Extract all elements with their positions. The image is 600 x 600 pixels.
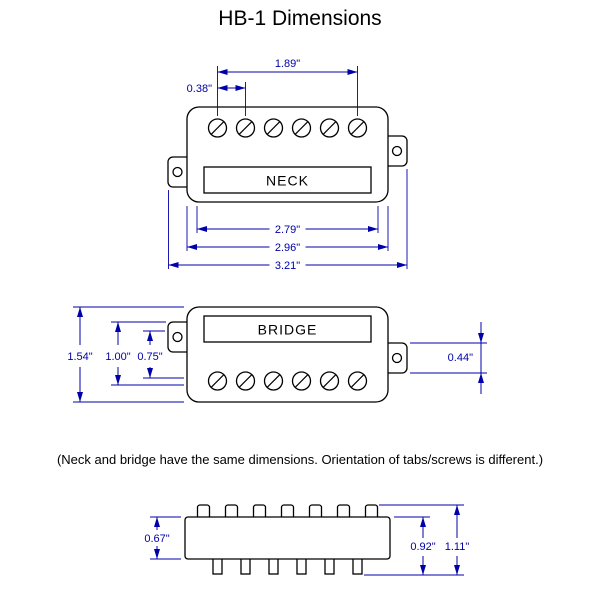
pole-slot [294,374,309,388]
side-body-legs-dim-label: 0.92" [410,541,435,553]
pole-slot [210,121,225,135]
neck-width-body-dim-label: 2.96" [275,242,300,254]
neck-right-tab-screw-hole [391,145,403,157]
pole-slot [238,121,253,135]
note-text: (Neck and bridge have the same dimension… [57,452,543,467]
pole-slot [238,374,253,388]
bridge-right-tab-screw-hole [391,352,403,364]
bridge-height-mid-dim-label: 1.00" [105,351,130,363]
pole-slot [266,374,281,388]
pole-slot [210,374,225,388]
page-title: HB-1 Dimensions [218,7,381,30]
bridge-height-inner-dim-label: 0.75" [137,351,162,363]
bridge-height-overall-dim-label: 1.54" [67,351,92,363]
mounting-leg [212,557,223,575]
bridge-pickup-drawing: BRIDGE 1.54" 1.00" [67,306,487,403]
mounting-leg [268,557,279,575]
bridge-label: BRIDGE [258,322,318,338]
pole-slot [266,121,281,135]
pole-slot [350,121,365,135]
pole-slot [294,121,309,135]
neck-name-plate [203,166,372,194]
side-overall-height-dim-label: 1.11" [445,541,470,553]
side-view-legs [212,557,363,575]
mounting-leg [296,557,307,575]
bridge-pole-screws [207,371,368,391]
bridge-name-plate [203,315,372,343]
neck-pole-screws [207,118,368,138]
bridge-left-tab-screw-hole [172,331,183,343]
neck-polespan-dim-label: 1.89" [275,58,300,70]
pole-slot [322,374,337,388]
bridge-tab-height-dim-label: 0.44" [448,352,473,364]
pole-slot [322,121,337,135]
neck-pickup-drawing: NECK 1.89" 0.38" 2.79" 2.96" 3.21" [167,58,408,272]
neck-left-tab-screw-hole [172,166,183,178]
neck-width-overall-dim-label: 3.21" [275,260,300,272]
side-body-height-dim-label: 0.67" [144,533,169,545]
mounting-leg [240,557,251,575]
side-view-drawing: 0.67" 0.92" 1.11" [144,504,470,576]
side-view-body [184,516,391,560]
neck-width-inner-dim-label: 2.79" [275,224,300,236]
neck-label: NECK [266,173,309,189]
mounting-leg [352,557,363,575]
mounting-leg [324,557,335,575]
neck-polespacing-dim-label: 0.38" [187,83,212,95]
pole-slot [350,374,365,388]
